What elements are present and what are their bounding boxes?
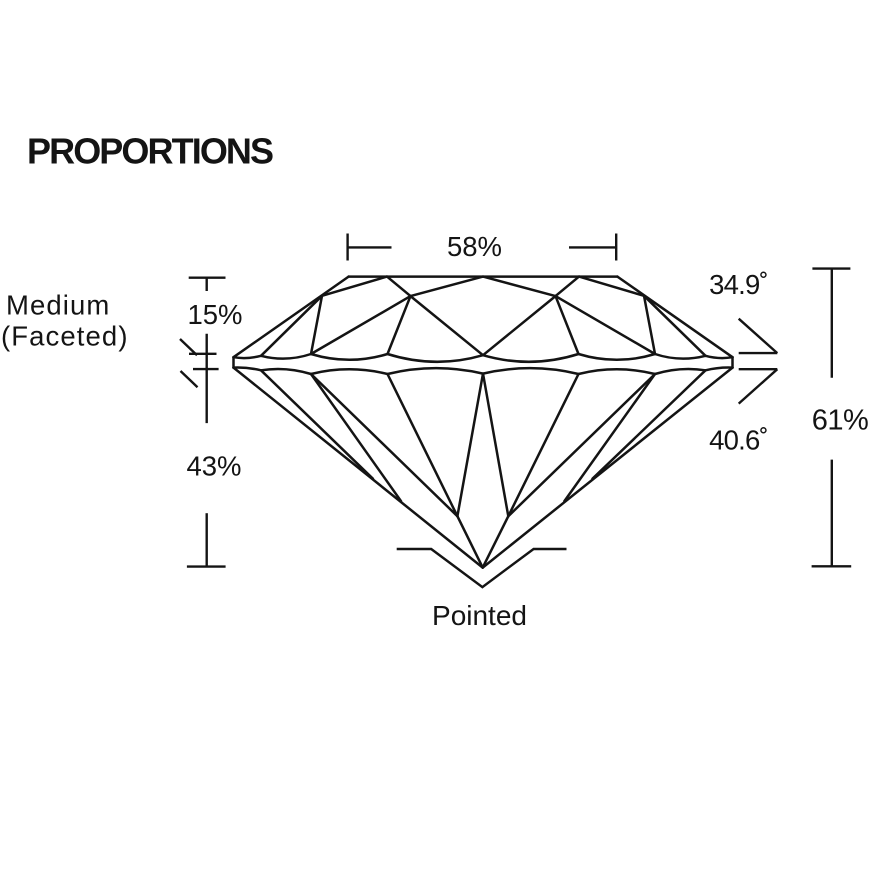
svg-text:Pointed: Pointed bbox=[432, 600, 527, 631]
svg-text:61%: 61% bbox=[812, 405, 869, 437]
svg-text:40.6˚: 40.6˚ bbox=[709, 425, 768, 456]
svg-text:PROPORTIONS: PROPORTIONS bbox=[27, 131, 273, 172]
svg-text:58%: 58% bbox=[447, 231, 502, 262]
svg-text:(Faceted): (Faceted) bbox=[1, 321, 129, 352]
svg-text:Medium: Medium bbox=[6, 290, 110, 321]
svg-text:15%: 15% bbox=[187, 299, 242, 330]
svg-text:34.9˚: 34.9˚ bbox=[709, 269, 768, 300]
svg-text:43%: 43% bbox=[186, 451, 241, 482]
